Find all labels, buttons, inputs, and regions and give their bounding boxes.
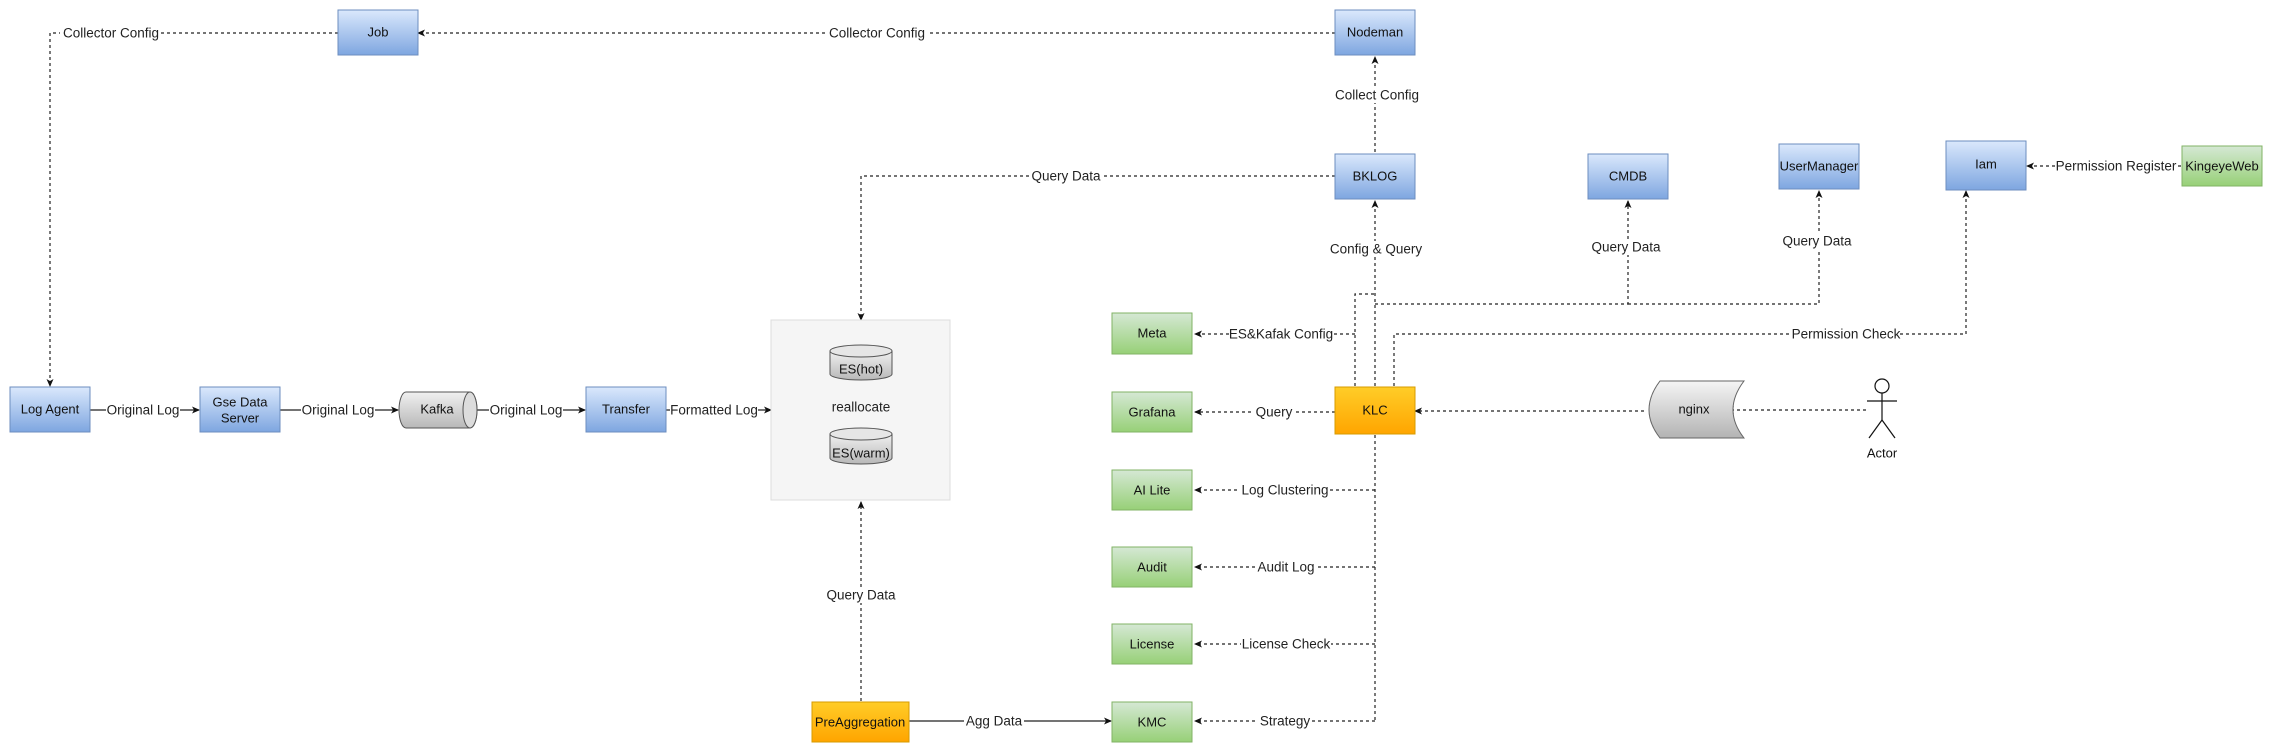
label-permission-check: Permission Check [1792, 327, 1901, 342]
gse-data-server-node[interactable]: Gse Data Server [199, 386, 281, 433]
label-formatted-log: Formatted Log [670, 403, 758, 418]
es-hot-label: ES(hot) [839, 362, 883, 377]
bklog-label: BKLOG [1353, 169, 1398, 184]
actor-label: Actor [1867, 446, 1898, 461]
ai-lite-node[interactable]: AI Lite [1111, 469, 1193, 511]
label-collect-config: Collect Config [1335, 88, 1419, 103]
meta-label: Meta [1138, 326, 1168, 341]
edge-labels: Collector Config Collector Config Collec… [60, 25, 2177, 729]
transfer-node[interactable]: Transfer [585, 386, 667, 433]
klc-node[interactable]: KLC [1334, 386, 1416, 435]
edge-bklog-to-es [857, 175, 1335, 321]
cmdb-label: CMDB [1609, 169, 1647, 184]
edge-klc-to-usermanager [1628, 190, 1823, 305]
kmc-node[interactable]: KMC [1111, 701, 1193, 743]
audit-node[interactable]: Audit [1111, 546, 1193, 588]
edges [46, 29, 2181, 725]
nginx-node[interactable]: nginx [1648, 380, 1746, 439]
kafka-node[interactable]: Kafka [398, 391, 478, 429]
klc-label: KLC [1362, 403, 1387, 418]
gse-label-line2: Server [221, 411, 260, 426]
label-license-check: License Check [1242, 637, 1331, 652]
bklog-node[interactable]: BKLOG [1334, 153, 1416, 200]
es-hot-node[interactable]: ES(hot) [829, 344, 893, 381]
iam-node[interactable]: Iam [1945, 140, 2027, 191]
label-original-log-1: Original Log [107, 403, 180, 418]
label-original-log-3: Original Log [490, 403, 563, 418]
license-node[interactable]: License [1111, 623, 1193, 665]
nodeman-label: Nodeman [1347, 25, 1403, 40]
label-query-data-cmdb: Query Data [1591, 240, 1661, 255]
label-collector-config-left: Collector Config [63, 26, 159, 41]
kafka-label: Kafka [420, 402, 454, 417]
usermanager-label: UserManager [1780, 159, 1859, 174]
nodes: ES(hot) reallocate ES(warm) Job Nodeman … [9, 9, 2263, 743]
nodeman-node[interactable]: Nodeman [1334, 9, 1416, 56]
kingeyeweb-label: KingeyeWeb [2185, 159, 2258, 174]
log-agent-node[interactable]: Log Agent [9, 386, 91, 433]
label-query-data-user: Query Data [1782, 234, 1852, 249]
job-node[interactable]: Job [337, 9, 419, 56]
job-label: Job [368, 25, 389, 40]
label-config-query: Config & Query [1330, 242, 1423, 257]
edge-job-to-log-agent [46, 32, 338, 387]
preaggregation-label: PreAggregation [815, 715, 905, 730]
gse-label-line1: Gse Data [213, 395, 269, 410]
es-warm-label: ES(warm) [832, 446, 890, 461]
grafana-label: Grafana [1129, 405, 1177, 420]
label-permission-register: Permission Register [2056, 159, 2177, 174]
preaggregation-node[interactable]: PreAggregation [811, 701, 910, 743]
log-agent-label: Log Agent [21, 402, 80, 417]
label-collector-config-top: Collector Config [829, 26, 925, 41]
label-agg-data: Agg Data [966, 714, 1023, 729]
transfer-label: Transfer [602, 402, 651, 417]
ai-lite-label: AI Lite [1134, 483, 1171, 498]
meta-node[interactable]: Meta [1111, 312, 1193, 355]
es-warm-node[interactable]: ES(warm) [829, 427, 893, 465]
kingeyeweb-node[interactable]: KingeyeWeb [2181, 145, 2263, 187]
grafana-node[interactable]: Grafana [1111, 391, 1193, 433]
label-es-kafak-config: ES&Kafak Config [1229, 327, 1333, 342]
license-label: License [1130, 637, 1175, 652]
label-query: Query [1256, 405, 1293, 420]
nginx-label: nginx [1678, 402, 1710, 417]
label-original-log-2: Original Log [302, 403, 375, 418]
label-audit-log: Audit Log [1257, 560, 1314, 575]
label-query-data-bklog: Query Data [1031, 169, 1101, 184]
cmdb-node[interactable]: CMDB [1587, 153, 1669, 200]
iam-label: Iam [1975, 157, 1997, 172]
label-strategy: Strategy [1260, 714, 1311, 729]
kmc-label: KMC [1138, 715, 1167, 730]
edge-klc-to-iam [1393, 190, 1970, 386]
label-log-clustering: Log Clustering [1241, 483, 1328, 498]
reallocate-label: reallocate [832, 400, 891, 415]
actor-icon[interactable] [1867, 378, 1897, 439]
audit-label: Audit [1137, 560, 1167, 575]
label-query-data-pre: Query Data [826, 588, 896, 603]
usermanager-node[interactable]: UserManager [1778, 143, 1860, 190]
